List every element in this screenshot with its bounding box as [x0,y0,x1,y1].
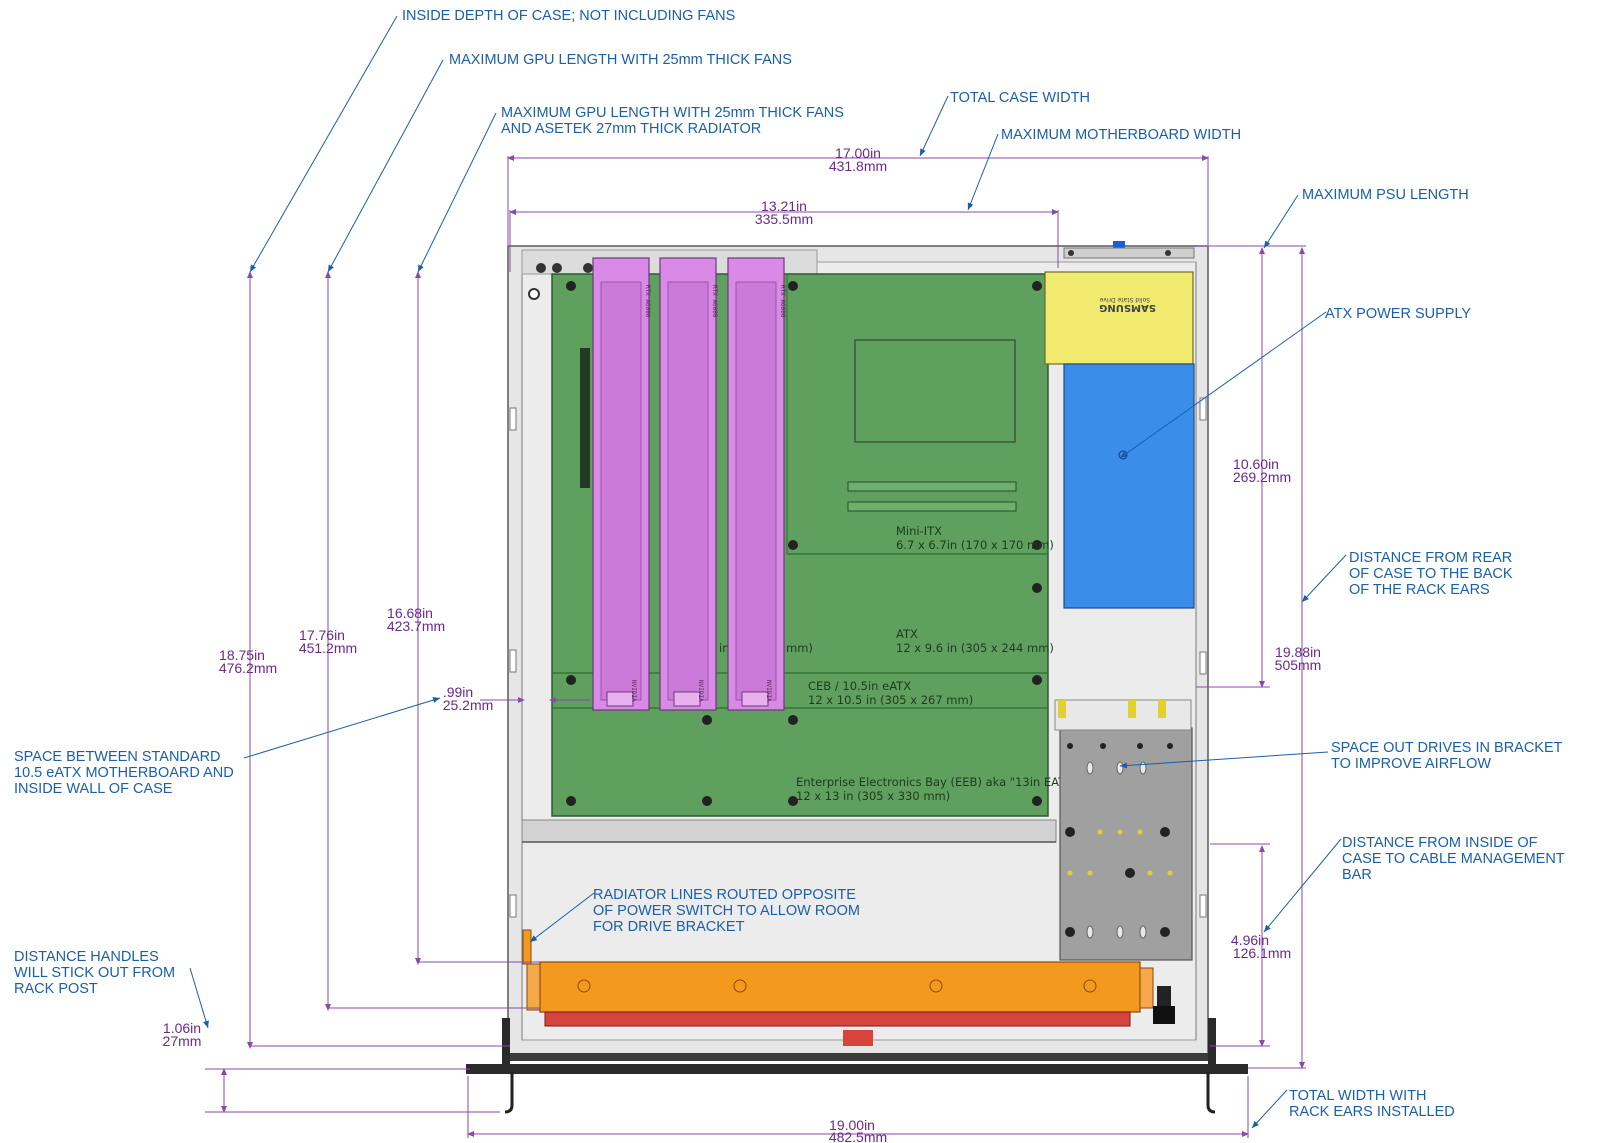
dimension-lines [205,155,1306,1138]
gpu-card-2: NVIDIA RTX A6000 [659,257,718,711]
callout-radiator-line3: FOR DRIVE BRACKET [593,919,745,935]
front-panel [466,1018,1248,1114]
callout-space-std-line1: SPACE BETWEEN STANDARD [14,749,221,765]
radiator-fans [544,1011,1131,1027]
callout-space-std-line2: 10.5 eATX MOTHERBOARD AND [14,765,234,781]
callout-max-gpu-rad-line2: AND ASETEK 27mm THICK RADIATOR [501,121,761,137]
callout-handles-line3: RACK POST [14,981,98,997]
gpu-3-model: RTX A6000 [779,285,786,318]
callout-drives-line2: TO IMPROVE AIRFLOW [1331,756,1491,772]
dim-psu-mm: 269.2mm [1233,469,1291,485]
dim-gpu-rad-in: 16.68in [387,605,433,621]
gpu-1-model: RTX A6000 [644,285,651,318]
gpu-1-brand: NVIDIA [630,680,637,702]
callout-rear-line3: OF THE RACK EARS [1349,582,1490,598]
callout-cable-line2: CASE TO CABLE MANAGEMENT [1342,851,1565,867]
dim-handles-mm: 27mm [163,1033,202,1049]
atx-partial-mm: mm) [786,641,813,655]
dim-gap-mm: 25.2mm [443,697,494,713]
dim-total-width-in: 17.00in [835,145,881,161]
ceb-size: 12 x 10.5 in (305 x 267 mm) [808,693,973,707]
dim-ears-mm: 482.5mm [829,1129,887,1143]
mini-itx-size: 6.7 x 6.7in (170 x 170 mm) [896,538,1054,552]
callout-max-mb-width: MAXIMUM MOTHERBOARD WIDTH [1001,127,1241,143]
eeb-size: 12 x 13 in (305 x 330 mm) [796,789,950,803]
dim-gap-in: .99in [443,684,473,700]
dim-psu-in: 10.60in [1233,456,1279,472]
cable-management-bar [521,819,1057,843]
atx-label: ATX [896,627,918,641]
atx-partial-in: in [719,641,729,655]
gpu-card-3: NVIDIA RTX A6000 [727,257,786,711]
callout-total-case-width: TOTAL CASE WIDTH [950,90,1090,106]
dim-rear-in: 19.88in [1275,644,1321,660]
eeb-label: Enterprise Electronics Bay (EEB) aka "13… [796,775,1078,789]
callout-handles-line2: WILL STICK OUT FROM [14,965,175,981]
gpu-2-brand: NVIDIA [697,680,704,702]
callout-cable-line1: DISTANCE FROM INSIDE OF [1342,835,1538,851]
callout-space-std-line3: INSIDE WALL OF CASE [14,781,173,797]
callout-ears-line1: TOTAL WIDTH WITH [1289,1088,1426,1104]
mini-itx-label: Mini-ITX [896,524,942,538]
ceb-label: CEB / 10.5in eATX [808,679,911,693]
dim-gpu-in: 17.76in [299,627,345,643]
callout-rear-line2: OF CASE TO THE BACK [1349,566,1513,582]
callout-max-gpu-rad-line1: MAXIMUM GPU LENGTH WITH 25mm THICK FANS [501,105,844,121]
drive-bracket [1054,699,1193,961]
ssd-sub: Solid State Drive [1099,296,1150,303]
callout-max-gpu-length: MAXIMUM GPU LENGTH WITH 25mm THICK FANS [449,52,792,68]
dim-handles-in: 1.06in [163,1020,201,1036]
callout-cable-line3: BAR [1342,867,1372,883]
callout-atx-power-supply: ATX POWER SUPPLY [1325,306,1471,322]
gpu-2-model: RTX A6000 [711,285,718,318]
dim-cable-in: 4.96in [1231,932,1269,948]
callout-rear-line1: DISTANCE FROM REAR [1349,550,1512,566]
dim-mb-width-in: 13.21in [761,198,807,214]
dim-gpu-rad-mm: 423.7mm [387,618,445,634]
ssd: SAMSUNG Solid State Drive [1044,271,1194,365]
gpu-card-1: NVIDIA RTX A6000 [592,257,651,711]
callout-drives-line1: SPACE OUT DRIVES IN BRACKET [1331,740,1563,756]
callout-radiator-line2: OF POWER SWITCH TO ALLOW ROOM [593,903,860,919]
dim-rear-mm: 505mm [1275,657,1322,673]
dim-depth-in: 18.75in [219,647,265,663]
dim-cable-mm: 126.1mm [1233,945,1291,961]
dim-ears-in: 19.00in [829,1117,875,1133]
callout-leaders [189,15,1347,1129]
dim-depth-mm: 476.2mm [219,660,277,676]
callout-max-psu-length: MAXIMUM PSU LENGTH [1302,187,1469,203]
callout-inside-depth: INSIDE DEPTH OF CASE; NOT INCLUDING FANS [402,8,735,24]
callout-handles-line1: DISTANCE HANDLES [14,949,159,965]
atx-power-supply [1063,363,1195,609]
callout-radiator-line1: RADIATOR LINES ROUTED OPPOSITE [593,887,856,903]
dim-gpu-mm: 451.2mm [299,640,357,656]
callout-ears-line2: RACK EARS INSTALLED [1289,1104,1455,1120]
dim-mb-width-mm: 335.5mm [755,211,813,227]
gpu-3-brand: NVIDIA [765,680,772,702]
dim-total-width-mm: 431.8mm [829,158,887,174]
ssd-brand: SAMSUNG [1099,302,1156,313]
atx-size: 12 x 9.6 in (305 x 244 mm) [896,641,1054,655]
power-button [1153,986,1175,1024]
